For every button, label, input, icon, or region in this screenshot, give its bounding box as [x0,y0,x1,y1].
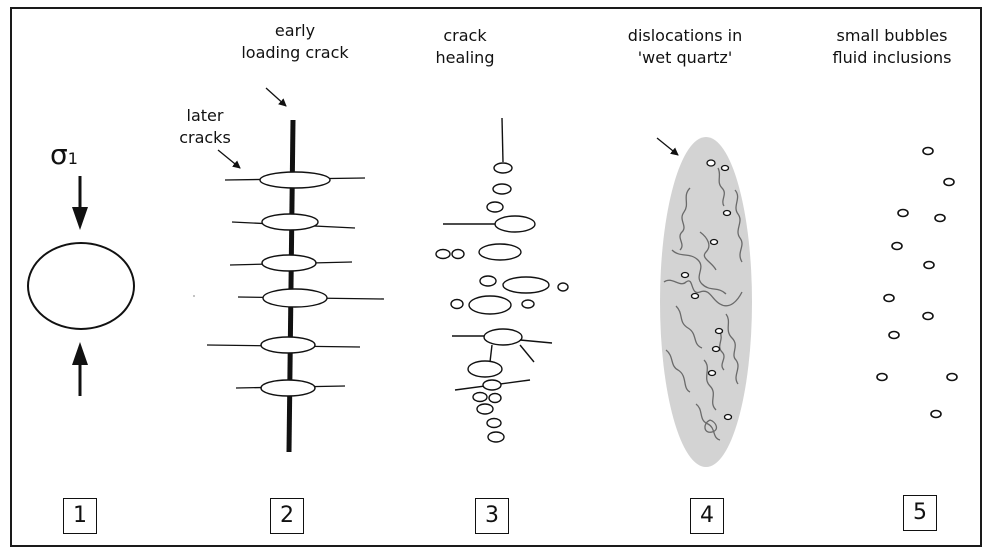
crack-ellipse [261,213,319,231]
panel-3-caption: crack healing [415,25,515,69]
fluid-inclusion [943,177,955,187]
compression-arrowhead-bottom [72,342,88,365]
early-loading-crack [286,119,296,453]
sigma-symbol: σ [50,138,68,171]
healing-bubble [467,360,503,378]
caption-line: early [274,21,316,40]
healing-bubble [478,243,522,261]
panel-5-caption: small bubbles fluid inclusions [812,25,972,69]
panel-3-number: 3 [475,498,509,534]
panel-1-number: 1 [63,498,97,534]
panel-2-graphics [193,87,385,453]
panel-5-graphics [876,146,958,419]
healing-bubble [451,248,465,260]
healing-bubble [450,298,464,310]
healing-bubble [557,282,569,292]
panel-5-number: 5 [903,495,937,531]
caption-line: later [186,106,224,125]
crack-remnant [519,344,535,363]
crack-remnant [501,117,504,163]
crack-ellipse [261,254,317,272]
sigma-label: σ1 [50,140,78,174]
healing-bubble [483,328,523,346]
healing-bubble [521,299,535,309]
healing-bubble [479,275,497,287]
fluid-inclusion [891,241,903,251]
fluid-inclusion [946,372,958,382]
later-cracks-label: later cracks [160,105,250,149]
panel-2-caption: early loading crack [220,20,370,64]
healing-bubble [472,391,488,403]
fluid-inclusion [883,293,895,303]
healing-bubble [486,201,504,213]
healing-bubble [486,417,502,429]
healing-bubble [492,183,512,195]
diagram-frame [10,7,982,547]
healing-bubble [493,162,513,174]
healing-bubble [502,276,550,294]
caption-line: healing [435,48,495,67]
crack-remnant [489,344,493,363]
fluid-inclusion [897,208,909,218]
caption-line: cracks [179,128,231,147]
healing-bubble [487,431,505,443]
panel-4-caption: dislocations in 'wet quartz' [600,25,770,69]
caption-line: crack [443,26,487,45]
sigma-subscript: 1 [67,149,78,168]
wet-quartz-zone [660,137,752,467]
caption-line: small bubbles [836,26,948,45]
healing-bubble [468,295,512,315]
healing-bubble [494,215,536,233]
dislocation-lines [663,167,743,441]
healing-bubble [482,379,502,391]
crack-ellipse [260,379,316,397]
healing-bubble [488,392,502,404]
fluid-inclusion [888,330,900,340]
caption-line: fluid inclusions [832,48,952,67]
fluid-inclusion [923,260,935,270]
crack-remnant [519,339,553,344]
crack-ellipse [262,288,328,308]
pointer-arrow-early-crack [265,87,287,107]
compression-arrowhead-top [72,207,88,230]
dislocation-bubbles [680,159,733,421]
pointer-arrow-wet-quartz [656,137,679,156]
grain-circle [27,242,135,330]
healing-bubble [435,248,451,260]
fluid-inclusion [876,372,888,382]
fluid-inclusion [922,311,934,321]
fluid-inclusion [934,213,946,223]
fluid-inclusion [922,146,934,156]
panel-2-number: 2 [270,498,304,534]
panel-1-graphics [27,176,135,396]
crack-ellipse [259,171,331,189]
panel-4-number: 4 [690,498,724,534]
panel-3-graphics [435,117,569,443]
panel-4-graphics [656,137,752,467]
pointer-arrow-later-cracks [217,149,241,169]
crack-ellipse [260,336,316,354]
fluid-inclusion [930,409,942,419]
caption-line: dislocations in [627,26,743,45]
caption-line: loading crack [241,43,349,62]
healing-bubble [476,403,494,415]
caption-line: 'wet quartz' [637,48,733,67]
